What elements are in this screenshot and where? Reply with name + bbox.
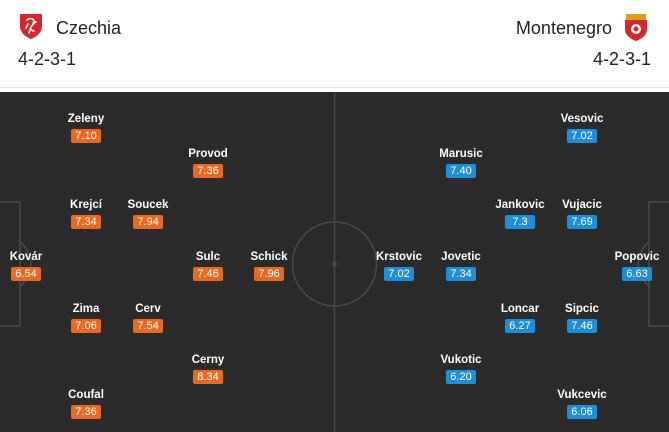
player-name: Sulc [195, 251, 221, 263]
player-name: Krejcí [70, 199, 102, 211]
player-rating: 7.94 [133, 215, 163, 229]
pitch: Zeleny 7.10 Provod 7.36 Krejcí 7.34 Souc… [0, 92, 669, 432]
player-name: Schick [250, 251, 288, 263]
away-player-vujacic[interactable]: Vujacic 7.69 [542, 198, 622, 230]
match-header: Czechia 4-2-3-1 Montenegro 4-2-3-1 [0, 0, 669, 88]
away-player-jankovic[interactable]: Jankovic 7.3 [480, 198, 560, 230]
home-player-coufal[interactable]: Coufal 7.36 [46, 388, 126, 420]
player-rating: 8.34 [193, 370, 223, 384]
montenegro-crest-icon [625, 14, 647, 41]
player-rating: 7.40 [446, 164, 476, 178]
home-player-krejci[interactable]: Krejcí 7.34 [46, 198, 126, 230]
player-name: Provod [188, 148, 228, 160]
home-player-cerny[interactable]: Cerny 8.34 [168, 353, 248, 385]
player-name: Cerv [135, 303, 161, 315]
away-player-sipcic[interactable]: Sipcic 7.46 [542, 302, 622, 334]
away-player-krstovic[interactable]: Krstovic 7.02 [359, 250, 439, 282]
player-rating: 7.34 [446, 267, 476, 281]
player-rating: 7.46 [567, 319, 597, 333]
player-rating: 7.02 [567, 129, 597, 143]
player-rating: 6.20 [446, 370, 476, 384]
player-name: Marusic [439, 148, 483, 160]
home-team-name[interactable]: Czechia [56, 18, 122, 38]
home-player-sulc[interactable]: Sulc 7.46 [168, 250, 248, 282]
player-name: Jovetic [441, 251, 481, 263]
player-name: Jankovic [495, 199, 545, 211]
player-rating: 6.27 [505, 319, 535, 333]
player-name: Krstovic [375, 251, 423, 263]
player-rating: 7.96 [254, 267, 284, 281]
player-rating: 7.10 [71, 129, 101, 143]
home-player-zeleny[interactable]: Zeleny 7.10 [46, 112, 126, 144]
player-rating: 7.36 [193, 164, 223, 178]
player-name: Vujacic [562, 199, 602, 211]
home-formation: 4-2-3-1 [18, 49, 77, 69]
home-player-cerv[interactable]: Cerv 7.54 [108, 302, 188, 334]
player-name: Loncar [500, 303, 540, 315]
player-rating: 6.06 [567, 405, 597, 419]
player-name: Vukotic [440, 354, 482, 366]
player-name: Popovic [614, 251, 660, 263]
player-rating: 7.54 [133, 319, 163, 333]
player-rating: 7.34 [71, 215, 101, 229]
player-rating: 6.63 [622, 267, 652, 281]
away-player-vesovic[interactable]: Vesovic 7.02 [542, 112, 622, 144]
away-player-loncar[interactable]: Loncar 6.27 [480, 302, 560, 334]
player-rating: 7.46 [193, 267, 223, 281]
away-player-vukcevic[interactable]: Vukcevic 6.06 [542, 388, 622, 420]
player-name: Vukcevic [557, 389, 607, 401]
player-rating: 7.06 [71, 319, 101, 333]
away-player-vukotic[interactable]: Vukotic 6.20 [421, 353, 501, 385]
player-name: Vesovic [560, 113, 604, 125]
player-rating: 6.54 [11, 267, 41, 281]
away-player-popovic[interactable]: Popovic 6.63 [597, 250, 669, 282]
away-team-name[interactable]: Montenegro [515, 18, 612, 38]
player-name: Zeleny [67, 113, 105, 125]
player-name: Sipcic [565, 303, 599, 315]
pitch-lines [0, 92, 669, 432]
player-name: Kovár [9, 251, 43, 263]
player-rating: 7.69 [567, 215, 597, 229]
player-name: Coufal [68, 389, 104, 401]
home-player-provod[interactable]: Provod 7.36 [168, 147, 248, 179]
home-player-soucek[interactable]: Soucek 7.94 [108, 198, 188, 230]
player-name: Soucek [127, 199, 169, 211]
away-formation: 4-2-3-1 [592, 49, 651, 69]
player-name: Zima [72, 303, 100, 315]
player-rating: 7.3 [505, 215, 535, 229]
player-name: Cerny [191, 354, 225, 366]
away-player-jovetic[interactable]: Jovetic 7.34 [421, 250, 501, 282]
home-player-kovar[interactable]: Kovár 6.54 [0, 250, 66, 282]
away-player-marusic[interactable]: Marusic 7.40 [421, 147, 501, 179]
czechia-crest-icon [20, 14, 42, 39]
player-rating: 7.36 [71, 405, 101, 419]
home-player-schick[interactable]: Schick 7.96 [229, 250, 309, 282]
home-player-zima[interactable]: Zima 7.06 [46, 302, 126, 334]
player-rating: 7.02 [384, 267, 414, 281]
